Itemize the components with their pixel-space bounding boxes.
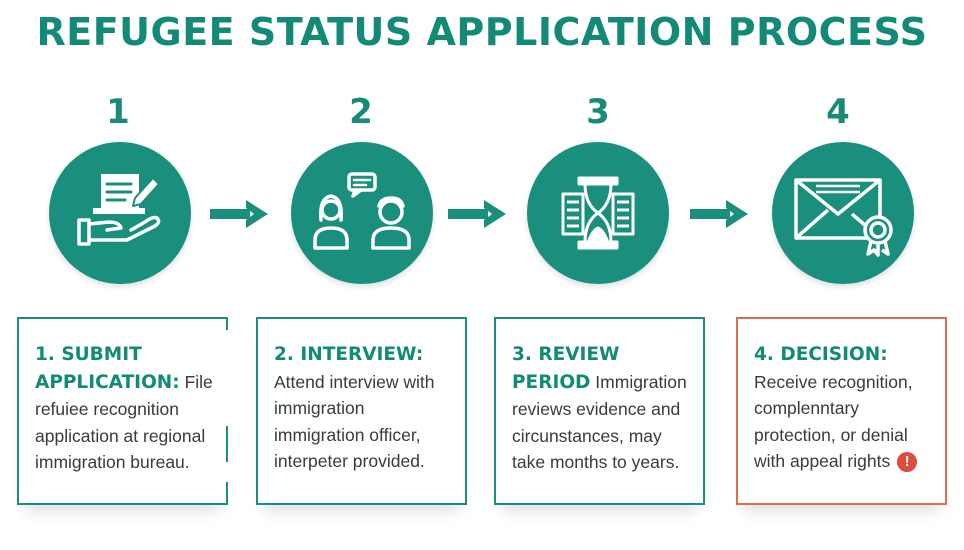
step-1-heading: 1. SUBMIT APPLICATION:: [35, 344, 180, 393]
hourglass-documents-icon: [561, 176, 635, 250]
step-1-text: 1. SUBMIT APPLICATION: File refuiee reco…: [35, 341, 216, 476]
step-4-heading: 4. DECISION:: [754, 344, 888, 365]
step-4-text: 4. DECISION: Receive recognition, comple…: [754, 341, 935, 475]
arrow-right-icon: [448, 200, 506, 228]
step-2-circle: [291, 142, 433, 284]
step-2-heading: 2. INTERVIEW:: [274, 344, 424, 365]
step-1-circle: [49, 142, 191, 284]
step-number-2: 2: [349, 92, 373, 132]
arrow-right-icon: [210, 200, 268, 228]
step-2-text: 2. INTERVIEW: Attend interview with immi…: [274, 341, 455, 475]
interview-people-icon: [313, 172, 411, 250]
alert-icon: !: [897, 452, 918, 473]
arrow-right-icon: [690, 200, 748, 228]
step-4-body: Receive recognition, complenntary protec…: [754, 371, 913, 472]
step-1-card: 1. SUBMIT APPLICATION: File refuiee reco…: [17, 317, 228, 505]
envelope-seal-icon: [794, 178, 893, 257]
page-title: REFUGEE STATUS APPLICATION PROCESS: [36, 10, 928, 54]
hand-document-pen-icon: [77, 174, 161, 246]
border-gap: [226, 462, 230, 482]
step-3-text: 3. REVIEW PERIOD Immigration reviews evi…: [512, 341, 693, 476]
step-2-card: 2. INTERVIEW: Attend interview with immi…: [256, 317, 467, 505]
step-number-4: 4: [826, 92, 850, 132]
step-4-circle: [772, 142, 914, 284]
step-2-body: Attend interview with immigration immigr…: [274, 371, 435, 472]
step-number-1: 1: [106, 92, 130, 132]
step-1-body: File refuiee recognition application at …: [35, 371, 213, 473]
step-4-card: 4. DECISION: Receive recognition, comple…: [736, 317, 947, 505]
step-number-3: 3: [586, 92, 610, 132]
step-3-heading: 3. REVIEW PERIOD: [512, 344, 620, 393]
border-gap: [226, 330, 230, 426]
step-3-body: Immigration reviews evidence and circuns…: [512, 371, 687, 473]
step-3-card: 3. REVIEW PERIOD Immigration reviews evi…: [494, 317, 705, 505]
step-3-circle: [527, 142, 669, 284]
